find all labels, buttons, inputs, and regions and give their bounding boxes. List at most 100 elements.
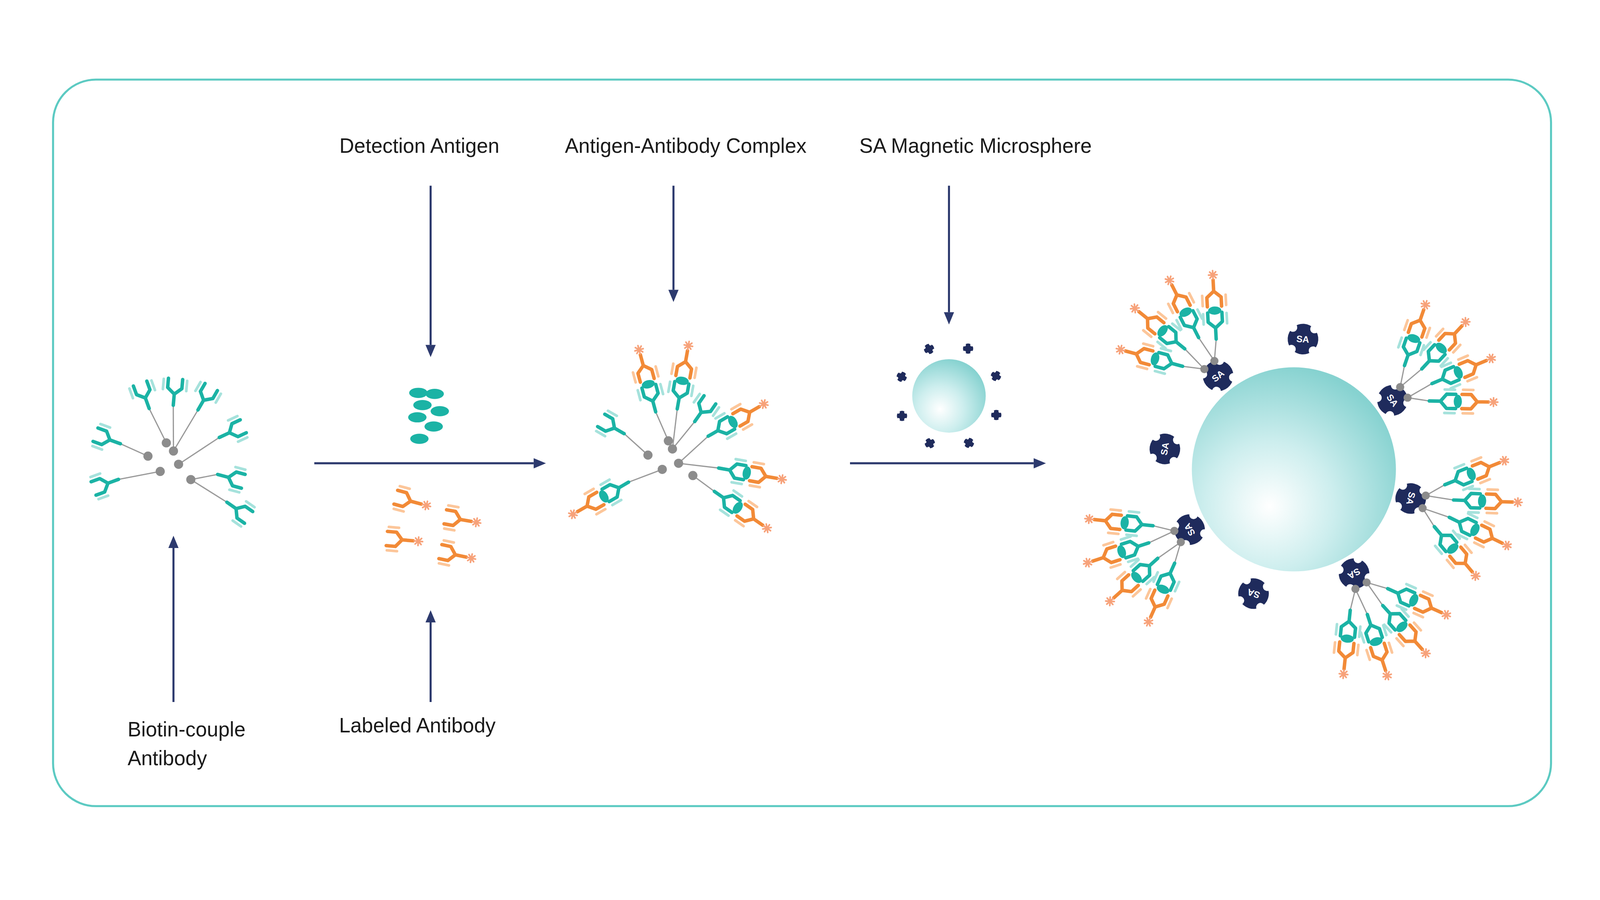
detection-antigen [1464,466,1478,482]
streptavidin-body [991,410,1002,421]
fluorescent-label [413,536,423,546]
streptavidin-notch [972,439,976,444]
biotin-link [678,463,719,468]
labeled-antibody [1485,489,1523,515]
antibody-heavy-chain [1336,642,1354,670]
capture-antibody [702,391,774,447]
fluorescent-label [1115,344,1126,355]
antibody-heavy-chain [191,383,218,414]
fluorescent-label [1498,455,1510,467]
antibody-heavy-chain [1429,394,1456,409]
antibody-heavy-chain [91,472,122,496]
biotin-link [678,436,708,464]
capture-antibody [220,492,256,527]
labeled-antibody [1446,544,1488,587]
streptavidin [1333,552,1376,595]
fluorescent-label [471,517,482,528]
capture-antibody [685,393,720,429]
capture-antibody [1382,578,1455,628]
antibody-heavy-chain [1472,456,1503,480]
streptavidin [1168,508,1211,551]
streptavidin-label: SA [1157,441,1173,457]
streptavidin-notch [1150,431,1161,442]
streptavidin-notch [998,417,1002,420]
biotin-link [1407,383,1432,398]
antibody-heavy-chain [1414,595,1445,620]
labeled-antibody [1083,506,1122,534]
biotin-dot [1210,356,1219,365]
biotin-dot [674,458,684,468]
fluorescent-label [1082,557,1094,568]
labeled-antibody [730,391,774,430]
fluorescent-label [1459,316,1472,328]
labeled-antibody [748,462,789,492]
detection-antigen [408,412,427,423]
antibody-heavy-chain [1408,307,1431,337]
streptavidin-notch [925,352,930,356]
biotin-dot [1176,538,1185,546]
flow-arrow-head [1033,458,1046,469]
detection-antigen [410,433,429,444]
biotin-dot [1418,504,1427,512]
flow-arrow-head [425,344,436,358]
antibody-heavy-chain [633,352,655,382]
antibody-heavy-chain [438,544,468,565]
streptavidin-notch [1384,409,1396,422]
fluorescent-label [421,500,432,511]
streptavidin-notch [1333,564,1346,576]
streptavidin-notch [992,369,997,374]
streptavidin-notch [926,446,931,451]
flow-arrow-head [944,312,955,325]
capture-antibody [595,410,630,444]
streptavidin-notch [989,375,994,380]
antibody-heavy-chain [216,420,247,444]
detection-antigen [1477,494,1487,508]
labeled-antibody [734,500,778,541]
streptavidin [1286,322,1320,356]
streptavidin-notch [1147,453,1158,464]
streptavidin [894,370,909,384]
flow-arrow-line [314,462,534,465]
flow-arrow-head [168,535,179,548]
streptavidin-notch [1234,595,1246,606]
antibody-heavy-chain [1340,609,1358,638]
fluorescent-label [1489,397,1498,407]
capture-antibody [1080,531,1153,576]
streptavidin-notch [1371,391,1384,404]
streptavidin-notch [998,410,1002,413]
fluorescent-label [1513,498,1522,507]
antibody-heavy-chain [732,400,763,426]
antibody-heavy-chain [688,395,716,426]
labeled-antibody [1473,521,1516,558]
streptavidin-notch [1227,371,1240,384]
fluorescent-label [466,553,477,564]
labeled-antibody [1404,296,1438,339]
antibody-heavy-chain [1165,281,1191,312]
antibody-heavy-chain [1126,516,1154,533]
flow-arrow-line [429,622,432,702]
streptavidin-notch [898,370,903,374]
bound-complexes [1080,270,1523,684]
fluorescent-label [1128,302,1141,315]
streptavidin [1371,379,1414,422]
streptavidin-body [1168,508,1211,551]
biotin-link [672,421,695,450]
antibody-heavy-chain [1370,643,1393,673]
fluorescent-label [1440,609,1452,621]
antibody-heavy-chain [1090,546,1120,568]
streptavidin-notch [1397,480,1408,491]
antibody-heavy-chain [573,492,604,518]
streptavidin-notch [1308,346,1318,356]
streptavidin-body [962,343,974,354]
capture-antibody [1083,506,1155,538]
labeled-antibody [626,342,659,384]
capture-antibody [1425,519,1488,587]
labeled-antibody [1080,541,1122,576]
antibody-heavy-chain [1206,279,1222,307]
detection-antigen [597,488,611,505]
detection-antigen [1155,582,1171,596]
biotin-dot [168,446,178,456]
flow-arrow-line [672,185,675,290]
streptavidin [1196,354,1240,398]
